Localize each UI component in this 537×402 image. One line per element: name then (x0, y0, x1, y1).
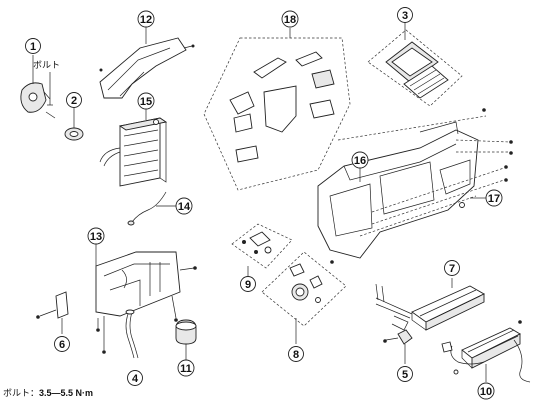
svg-text:1: 1 (30, 41, 36, 53)
callout-2: 2 (66, 92, 82, 108)
callout-8: 8 (288, 346, 304, 362)
svg-text:4: 4 (132, 373, 139, 385)
part-8-group (261, 251, 347, 344)
svg-text:16: 16 (354, 155, 366, 167)
torque-spec: ボルト：3.5—5.5 N·m (3, 386, 93, 399)
bolt-callout (43, 72, 56, 119)
part-9-group (231, 223, 293, 276)
part-4-hose (125, 309, 139, 359)
part-2-grommet (64, 108, 84, 141)
part-6-clip (36, 291, 69, 334)
callout-17: 17 (485, 189, 503, 207)
svg-text:14: 14 (178, 201, 191, 213)
svg-text:15: 15 (140, 96, 152, 108)
part-16-housing (317, 108, 513, 264)
part-1-gasket (20, 55, 47, 113)
svg-text:3: 3 (402, 10, 408, 22)
callout-10: 10 (477, 382, 495, 400)
callout-7: 7 (444, 260, 460, 276)
svg-text:2: 2 (71, 95, 77, 107)
torque-value: 3.5—5.5 N·m (39, 388, 94, 398)
svg-text:18: 18 (284, 14, 296, 26)
part-12-duct (99, 26, 195, 99)
part-3-grille (367, 22, 463, 107)
callout-11: 11 (177, 359, 195, 377)
svg-text:6: 6 (59, 339, 65, 351)
callout-3: 3 (397, 7, 413, 23)
svg-text:10: 10 (480, 386, 492, 398)
svg-text:7: 7 (449, 263, 455, 275)
bolt-label: ボルト (33, 60, 60, 71)
callout-18: 18 (281, 10, 299, 28)
part-15-evaporator (99, 108, 168, 187)
callout-13: 13 (87, 227, 105, 245)
part-11-cap (175, 319, 197, 360)
callout-9: 9 (240, 276, 256, 292)
svg-text:13: 13 (90, 231, 102, 243)
svg-text:12: 12 (140, 14, 152, 26)
svg-text:17: 17 (488, 193, 500, 205)
part-13-blower-case (95, 244, 197, 354)
callout-5: 5 (397, 366, 413, 382)
svg-text:9: 9 (245, 279, 251, 291)
svg-text:11: 11 (180, 363, 192, 375)
torque-label: ボルト： (3, 389, 40, 399)
part-14-wire (127, 191, 176, 226)
callout-16: 16 (351, 151, 369, 169)
callout-4: 4 (127, 370, 143, 386)
callout-12: 12 (137, 10, 155, 28)
svg-text:8: 8 (293, 349, 299, 361)
callout-15: 15 (137, 92, 155, 110)
callout-14: 14 (175, 197, 193, 215)
callout-1: 1 (25, 38, 41, 54)
callout-6: 6 (54, 336, 70, 352)
part-10-heater-unit (441, 320, 531, 383)
part-5-connector (383, 329, 413, 364)
part-18-group (203, 28, 351, 191)
part-7-heater-core (375, 278, 485, 331)
svg-text:5: 5 (402, 369, 408, 381)
